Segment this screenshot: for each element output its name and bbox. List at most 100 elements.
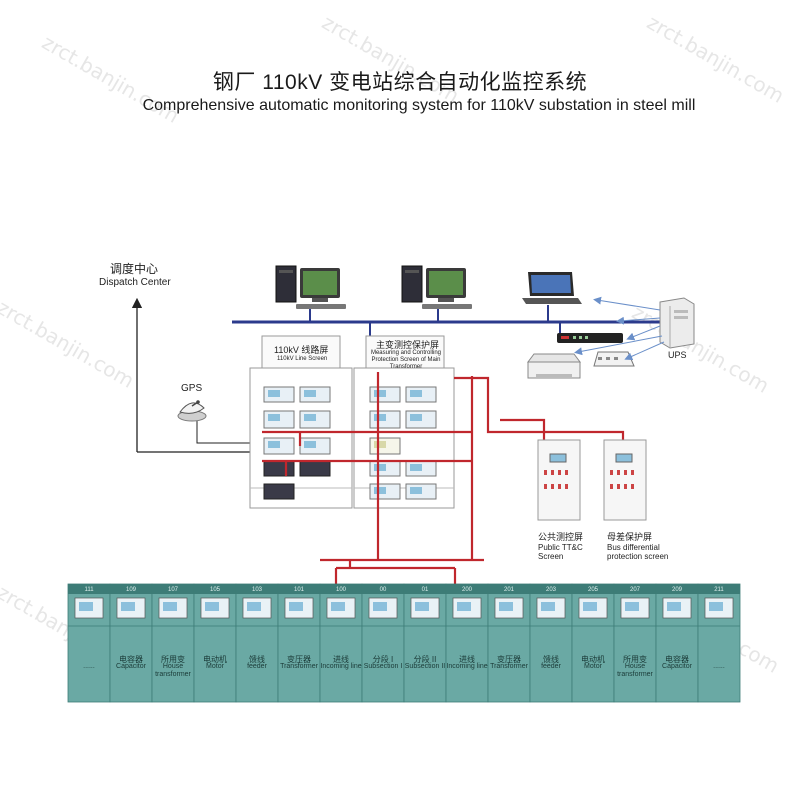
bay-name-cn: 进线 [333, 655, 349, 664]
relay-device [369, 483, 401, 500]
bay-name-en: feeder [247, 663, 267, 670]
bay-cabinet [487, 583, 531, 703]
bay-cabinet [529, 583, 573, 703]
ups-arrow [574, 335, 663, 356]
ups-arrow [593, 296, 661, 311]
ups-icon [659, 297, 695, 349]
bay-name-cn: 电动机 [203, 655, 227, 664]
bay-name-en: Subsection II [404, 663, 446, 670]
bay-name-cn: 所用变 [161, 655, 185, 664]
printer-icon [527, 353, 581, 379]
bay-cabinet [193, 583, 237, 703]
bay-cabinet [361, 583, 405, 703]
bay-name-cn: 电动机 [581, 655, 605, 664]
gps-link [196, 420, 262, 444]
bay-number: 101 [293, 587, 304, 593]
bay-name-en: ...... [83, 663, 95, 670]
bay-name-en: Incoming line [320, 663, 362, 670]
switchgear-bays [67, 583, 741, 703]
ups-arrow [626, 325, 661, 341]
bay-name-cn: 变压器 [287, 655, 311, 664]
relay-device [263, 437, 295, 455]
bay-number: 100 [335, 587, 346, 593]
bay-number: 107 [167, 587, 178, 593]
public-ttc-screen-icon [537, 439, 581, 521]
relay-device [369, 386, 401, 403]
bay-number: 203 [545, 587, 556, 593]
line-screen-label-en: 110kV Line Screen [277, 356, 328, 362]
bay-name-en: Incoming line [446, 663, 488, 670]
bay-number: 209 [671, 587, 682, 593]
relay-device [405, 460, 437, 477]
power-unit [263, 460, 295, 477]
workstation-icon [401, 265, 472, 309]
bay-number: 00 [379, 587, 387, 593]
bay-number: 207 [629, 587, 640, 593]
gps-label: GPS [181, 383, 203, 394]
laptop-icon [522, 272, 582, 304]
ups-label: UPS [668, 350, 687, 360]
gps-antenna-icon [177, 400, 207, 422]
bay-number: 211 [714, 587, 724, 593]
bay-cabinet [697, 583, 741, 703]
ups-arrow [616, 316, 661, 325]
bay-cabinet [445, 583, 489, 703]
bay-name-en: Subsection I [363, 663, 403, 670]
bay-cabinet [613, 583, 657, 703]
bay-number: 200 [461, 587, 472, 593]
bay-number: 111 [84, 587, 94, 593]
network-switch-icon [557, 333, 623, 343]
relay-device [369, 437, 401, 455]
field-bus-wiring [262, 372, 625, 598]
bay-number: 205 [587, 587, 598, 593]
bay-cabinet [109, 583, 153, 703]
bay-name-cn: 分段 I [372, 655, 394, 664]
bay-number: 103 [251, 587, 262, 593]
bay-name-en: Motor [584, 663, 602, 670]
relay-device [299, 386, 331, 403]
line-screen-label-cn: 110kV 线路屏 [274, 345, 329, 355]
bay-name-en: ...... [713, 663, 725, 670]
bay-number: 109 [125, 587, 136, 593]
bay-name-cn: 电容器 [119, 655, 143, 664]
relay-device [369, 410, 401, 429]
bay-cabinet [277, 583, 321, 703]
bus-differential-screen-icon [603, 439, 647, 521]
page-subtitle: Comprehensive automatic monitoring syste… [142, 97, 696, 114]
bay-cabinet [403, 583, 447, 703]
relay-device [369, 460, 401, 477]
bay-number: 201 [503, 587, 514, 593]
dispatch-center-label-en: Dispatch Center [99, 277, 171, 288]
bay-name-en: Transformer [280, 663, 318, 670]
bay-name-en: Transformer [490, 663, 528, 670]
main-screen-label-cn: 主变测控保护屏 [376, 340, 440, 350]
bay-name-en: Capacitor [116, 663, 146, 670]
power-unit [299, 460, 331, 477]
main-screen-label-en: Measuring and Controlling Protection Scr… [370, 350, 442, 370]
bay-cabinet [67, 583, 111, 703]
ttc-screen-label-cn: 公共测控屏 [538, 532, 584, 542]
ups-arrow [624, 341, 665, 361]
workstation-icon [275, 265, 346, 309]
bay-name-en: Capacitor [662, 663, 692, 670]
relay-device [299, 437, 331, 455]
bay-cabinet [235, 583, 279, 703]
bay-number: 105 [209, 587, 220, 593]
bay-name-en: House transformer [155, 663, 191, 679]
relay-device [299, 410, 331, 429]
power-unit [263, 483, 295, 500]
bus-screen-label-en: Bus differential protection screen [607, 543, 669, 562]
bay-name-en: Motor [206, 663, 224, 670]
bay-cabinet [655, 583, 699, 703]
bay-name-cn: 变压器 [497, 655, 521, 664]
bay-number: 01 [421, 587, 429, 593]
relay-device [405, 410, 437, 429]
bus-screen-label-cn: 母差保护屏 [607, 532, 653, 542]
bay-cabinet [571, 583, 615, 703]
bay-name-cn: 分段 II [413, 655, 437, 664]
bay-name-cn: 进线 [459, 655, 475, 664]
relay-device [263, 410, 295, 429]
relay-device [405, 386, 437, 403]
dispatch-center-label-cn: 调度中心 [110, 262, 159, 276]
